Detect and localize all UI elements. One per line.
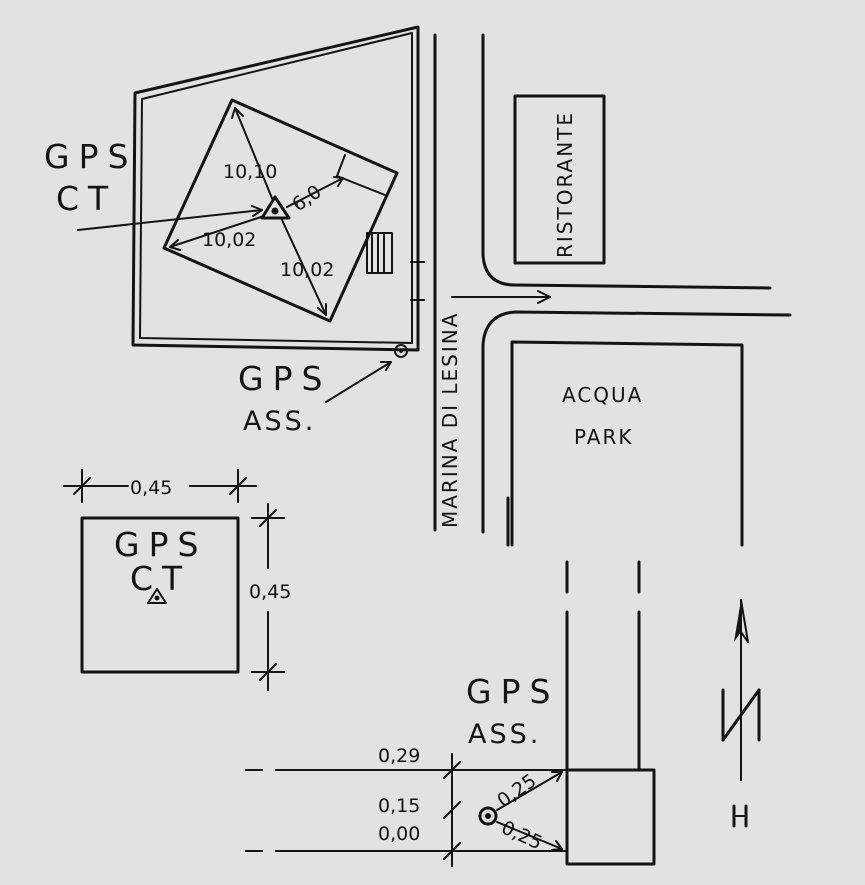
north-arrow-icon — [721, 599, 761, 828]
ristorante-building — [513, 94, 606, 265]
gps-ass-circle-icon — [394, 344, 408, 358]
dim-0-25-top: 0,25 — [493, 770, 540, 812]
dim-10-02-right: 10,02 — [280, 259, 334, 281]
gps-ct-label-bottom: CT — [56, 179, 117, 218]
gps-ct-leader-line — [77, 209, 263, 231]
gps-ct-detail-label-top: GPS — [114, 525, 207, 564]
gps-ct-triangle-icon — [260, 195, 291, 220]
level-0-29: 0,29 — [378, 745, 420, 767]
gps-ct-detail-label-bottom: CT — [130, 559, 191, 598]
ass-detail — [245, 560, 656, 867]
ristorante-label: RISTORANTE — [553, 111, 577, 258]
gps-ass-leader-line — [325, 361, 392, 403]
park-label: PARK — [574, 425, 633, 449]
street-name: MARINA DI LESINA — [438, 312, 462, 528]
gps-ass-detail-label-bottom: ASS. — [468, 719, 541, 750]
dim-6-0: 6,0 — [288, 181, 325, 216]
road-marina-di-lesina — [433, 33, 792, 534]
ct-detail-box — [63, 469, 285, 691]
gps-ass-label-top: GPS — [238, 359, 331, 398]
building-dimensions — [169, 107, 344, 316]
dim-0-25-bottom: 0,25 — [498, 817, 546, 855]
gps-ct-label-top: GPS — [44, 137, 137, 176]
level-0-15: 0,15 — [378, 795, 420, 817]
building-footprint — [162, 98, 399, 323]
dim-10-10: 10,10 — [223, 161, 277, 183]
gps-ct-detail-triangle-icon — [147, 588, 167, 604]
level-0-00: 0,00 — [378, 823, 420, 845]
height-0-45: 0,45 — [249, 581, 291, 603]
gps-ass-detail-label-top: GPS — [466, 672, 559, 711]
width-0-45: 0,45 — [130, 477, 172, 499]
gps-ass-detail-circle-icon — [478, 806, 498, 826]
dim-10-02-left: 10,02 — [202, 229, 256, 251]
property-plot — [131, 25, 420, 352]
gps-ass-label-bottom: ASS. — [243, 406, 316, 437]
acqua-label: ACQUA — [562, 383, 643, 407]
acqua-park-outline — [506, 340, 744, 547]
